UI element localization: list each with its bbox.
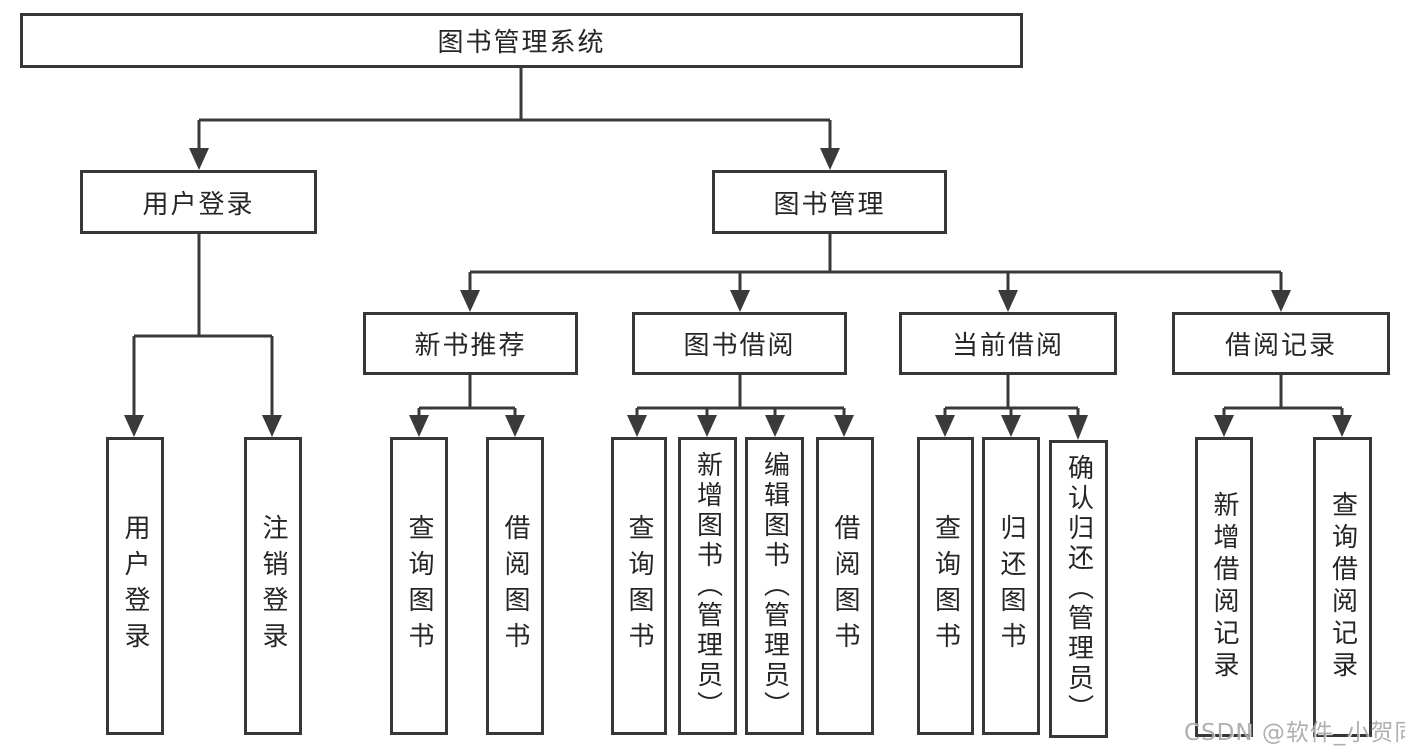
arrowhead-icon (409, 415, 429, 437)
arrowhead-icon (1001, 415, 1021, 437)
node-leaf-query-books: 查询图书 (390, 437, 448, 735)
node-leaf-query-borrow-record: 查询借阅记录 (1313, 437, 1372, 737)
connector-newbookrec-branch (417, 375, 517, 419)
node-leaf-logout: 注销登录 (244, 437, 302, 735)
node-label: 借阅图书 (500, 514, 530, 658)
node-book-management: 图书管理 (712, 170, 947, 234)
arrowhead-icon (627, 415, 647, 437)
arrowhead-icon (820, 148, 840, 170)
node-leaf-return-book: 归还图书 (982, 437, 1040, 735)
connector-userlogin-branch (132, 234, 274, 419)
arrowhead-icon (697, 415, 717, 437)
node-label: 确认归还（管理员） (1063, 454, 1094, 724)
arrowhead-icon (460, 290, 480, 312)
node-user-login: 用户登录 (80, 170, 317, 234)
arrowhead-icon (998, 290, 1018, 312)
node-label: 借阅图书 (830, 514, 860, 658)
node-leaf-borrow-books: 借阅图书 (486, 437, 544, 735)
node-book-borrowing: 图书借阅 (632, 312, 847, 375)
arrowhead-icon (505, 415, 525, 437)
node-label: 当前借阅 (951, 331, 1064, 361)
node-leaf-confirm-return-admin: 确认归还（管理员） (1049, 440, 1108, 738)
connector-root-trunk (197, 68, 832, 152)
csdn-watermark: CSDN @软件_小贺同学 (1184, 720, 1405, 746)
connector-bookborrow-branch (635, 375, 846, 419)
node-book-management-system: 图书管理系统 (20, 13, 1023, 68)
node-leaf-query-books: 查询图书 (917, 437, 974, 735)
node-label: 图书管理 (773, 189, 886, 220)
arrowhead-icon (935, 415, 955, 437)
node-leaf-query-books: 查询图书 (611, 437, 667, 735)
node-label: 图书管理系统 (437, 28, 606, 58)
arrowhead-icon (1068, 415, 1088, 440)
node-label: 借阅记录 (1224, 331, 1337, 361)
node-label: 用户登录 (120, 514, 150, 658)
arrowhead-icon (765, 415, 785, 437)
node-leaf-add-borrow-record: 新增借阅记录 (1195, 437, 1253, 737)
node-current-borrowing: 当前借阅 (899, 312, 1117, 375)
arrowhead-icon (1214, 415, 1234, 437)
node-label: 新书推荐 (414, 331, 527, 361)
arrowhead-icon (834, 415, 854, 437)
arrowhead-icon (189, 148, 209, 170)
node-leaf-user-login: 用户登录 (106, 437, 164, 735)
node-label: 编辑图书（管理员） (759, 451, 790, 721)
arrowhead-icon (730, 290, 750, 312)
node-label: 注销登录 (258, 514, 288, 658)
node-label: 用户登录 (142, 189, 255, 220)
connector-borrowrecord-branch (1222, 375, 1344, 419)
node-new-book-recommendation: 新书推荐 (363, 312, 578, 375)
node-label: 归还图书 (996, 514, 1026, 658)
node-leaf-add-book-admin: 新增图书（管理员） (678, 437, 737, 735)
node-label: 查询图书 (930, 514, 961, 658)
arrowhead-icon (262, 415, 282, 437)
node-label: 查询图书 (624, 514, 654, 658)
arrowhead-icon (1332, 415, 1352, 437)
node-label: 新增借阅记录 (1209, 491, 1239, 683)
connector-bookmgmt-trunk (468, 234, 1283, 294)
connector-currentborrow-branch (943, 375, 1080, 419)
node-leaf-borrow-books: 借阅图书 (816, 437, 874, 735)
arrowhead-icon (124, 415, 144, 437)
node-label: 查询图书 (404, 514, 434, 658)
arrowheads (124, 148, 1352, 440)
arrowhead-icon (1271, 290, 1291, 312)
node-label: 新增图书（管理员） (692, 451, 723, 721)
node-leaf-edit-book-admin: 编辑图书（管理员） (745, 437, 804, 735)
node-label: 图书借阅 (683, 331, 796, 361)
node-label: 查询借阅记录 (1327, 491, 1358, 683)
node-borrowing-records: 借阅记录 (1172, 312, 1390, 375)
